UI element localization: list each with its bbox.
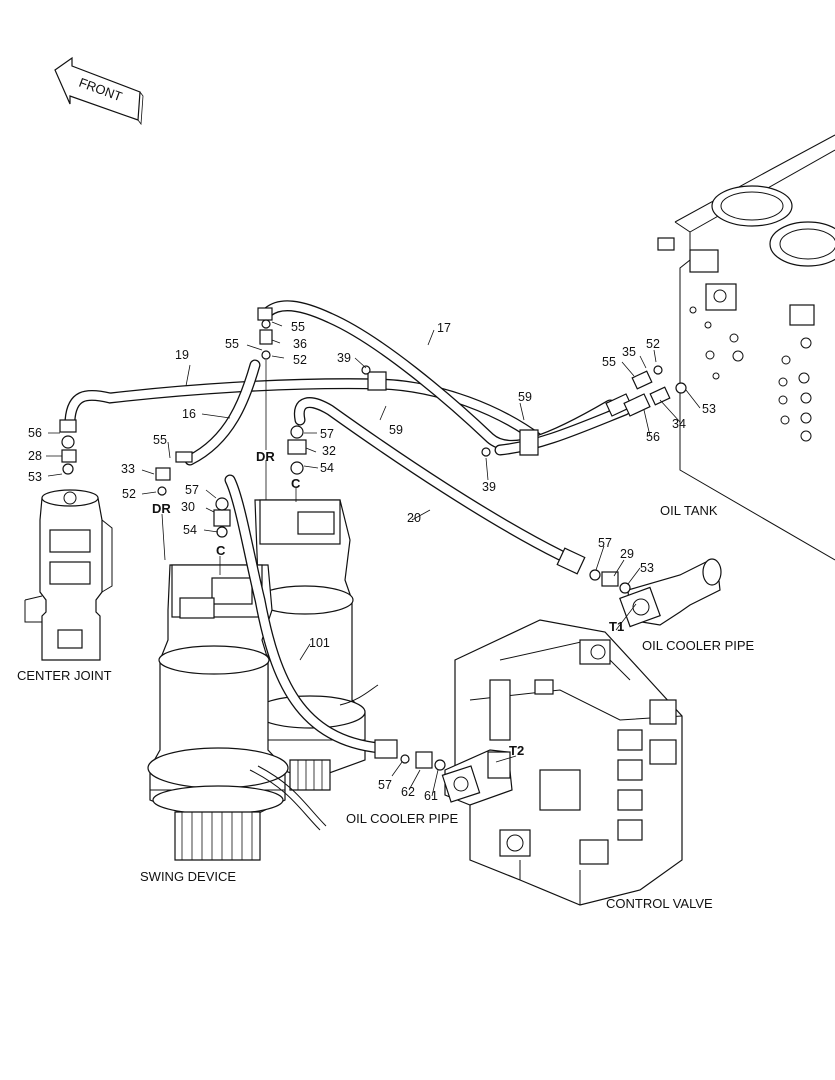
callout-39-a: 39	[337, 351, 351, 365]
port-label-t2: T2	[509, 743, 524, 758]
port-label-c-1: C	[291, 476, 301, 491]
callout-17: 17	[437, 321, 451, 335]
center-joint-caption: CENTER JOINT	[17, 668, 112, 683]
callout-57-d: 57	[378, 778, 392, 792]
callout-35: 35	[622, 345, 636, 359]
callout-16: 16	[182, 407, 196, 421]
oil-cooler-pipe-caption-2: OIL COOLER PIPE	[346, 811, 459, 826]
callout-59-b: 59	[518, 390, 532, 404]
hose-19	[64, 378, 546, 446]
callout-57-c: 57	[598, 536, 612, 550]
callout-53-a: 53	[28, 470, 42, 484]
callout-55-d: 55	[602, 355, 616, 369]
callout-36: 36	[293, 337, 307, 351]
callout-33: 33	[121, 462, 135, 476]
control-valve-caption: CONTROL VALVE	[606, 896, 713, 911]
callout-19: 19	[175, 348, 189, 362]
oil-cooler-pipe-t2	[441, 749, 513, 806]
callout-52-b: 52	[122, 487, 136, 501]
swing-device-caption: SWING DEVICE	[140, 869, 236, 884]
callout-56-a: 56	[28, 426, 42, 440]
oil-tank	[657, 134, 835, 561]
callout-101: 101	[309, 636, 330, 650]
port-label-dr-2: DR	[152, 501, 171, 516]
port-label-t1: T1	[609, 619, 624, 634]
callout-57-a: 57	[320, 427, 334, 441]
port-label-dr-1: DR	[256, 449, 275, 464]
callout-28: 28	[28, 449, 42, 463]
control-valve	[454, 619, 683, 906]
callout-62: 62	[401, 785, 415, 799]
callout-55-a: 55	[291, 320, 305, 334]
callout-34: 34	[672, 417, 686, 431]
callout-59-a: 59	[389, 423, 403, 437]
callout-56-b: 56	[646, 430, 660, 444]
oil-tank-caption: OIL TANK	[660, 503, 718, 518]
callout-55-c: 55	[153, 433, 167, 447]
hose-upper-tank	[494, 404, 631, 456]
port-label-c-2: C	[216, 543, 226, 558]
center-joint	[24, 489, 113, 661]
callout-55-b: 55	[225, 337, 239, 351]
front-arrow: FRONT	[54, 56, 144, 126]
callout-53-c: 53	[640, 561, 654, 575]
oil-cooler-pipe-caption-1: OIL COOLER PIPE	[642, 638, 755, 653]
leader-lines	[46, 321, 701, 797]
swing-device	[147, 499, 379, 861]
callout-54-b: 54	[183, 523, 197, 537]
callout-53-b: 53	[702, 402, 716, 416]
callout-52-c: 52	[646, 337, 660, 351]
callout-39-b: 39	[482, 480, 496, 494]
callout-57-b: 57	[185, 483, 199, 497]
hose-20	[293, 397, 566, 561]
fittings	[59, 307, 687, 771]
callout-52-a: 52	[293, 353, 307, 367]
callout-32: 32	[322, 444, 336, 458]
callout-29: 29	[620, 547, 634, 561]
callout-54-a: 54	[320, 461, 334, 475]
callout-61: 61	[424, 789, 438, 803]
callout-20: 20	[407, 511, 421, 525]
callout-30: 30	[181, 500, 195, 514]
hose-101	[224, 474, 386, 754]
oil-cooler-pipe-t1	[619, 558, 722, 628]
hose-16	[184, 359, 261, 466]
